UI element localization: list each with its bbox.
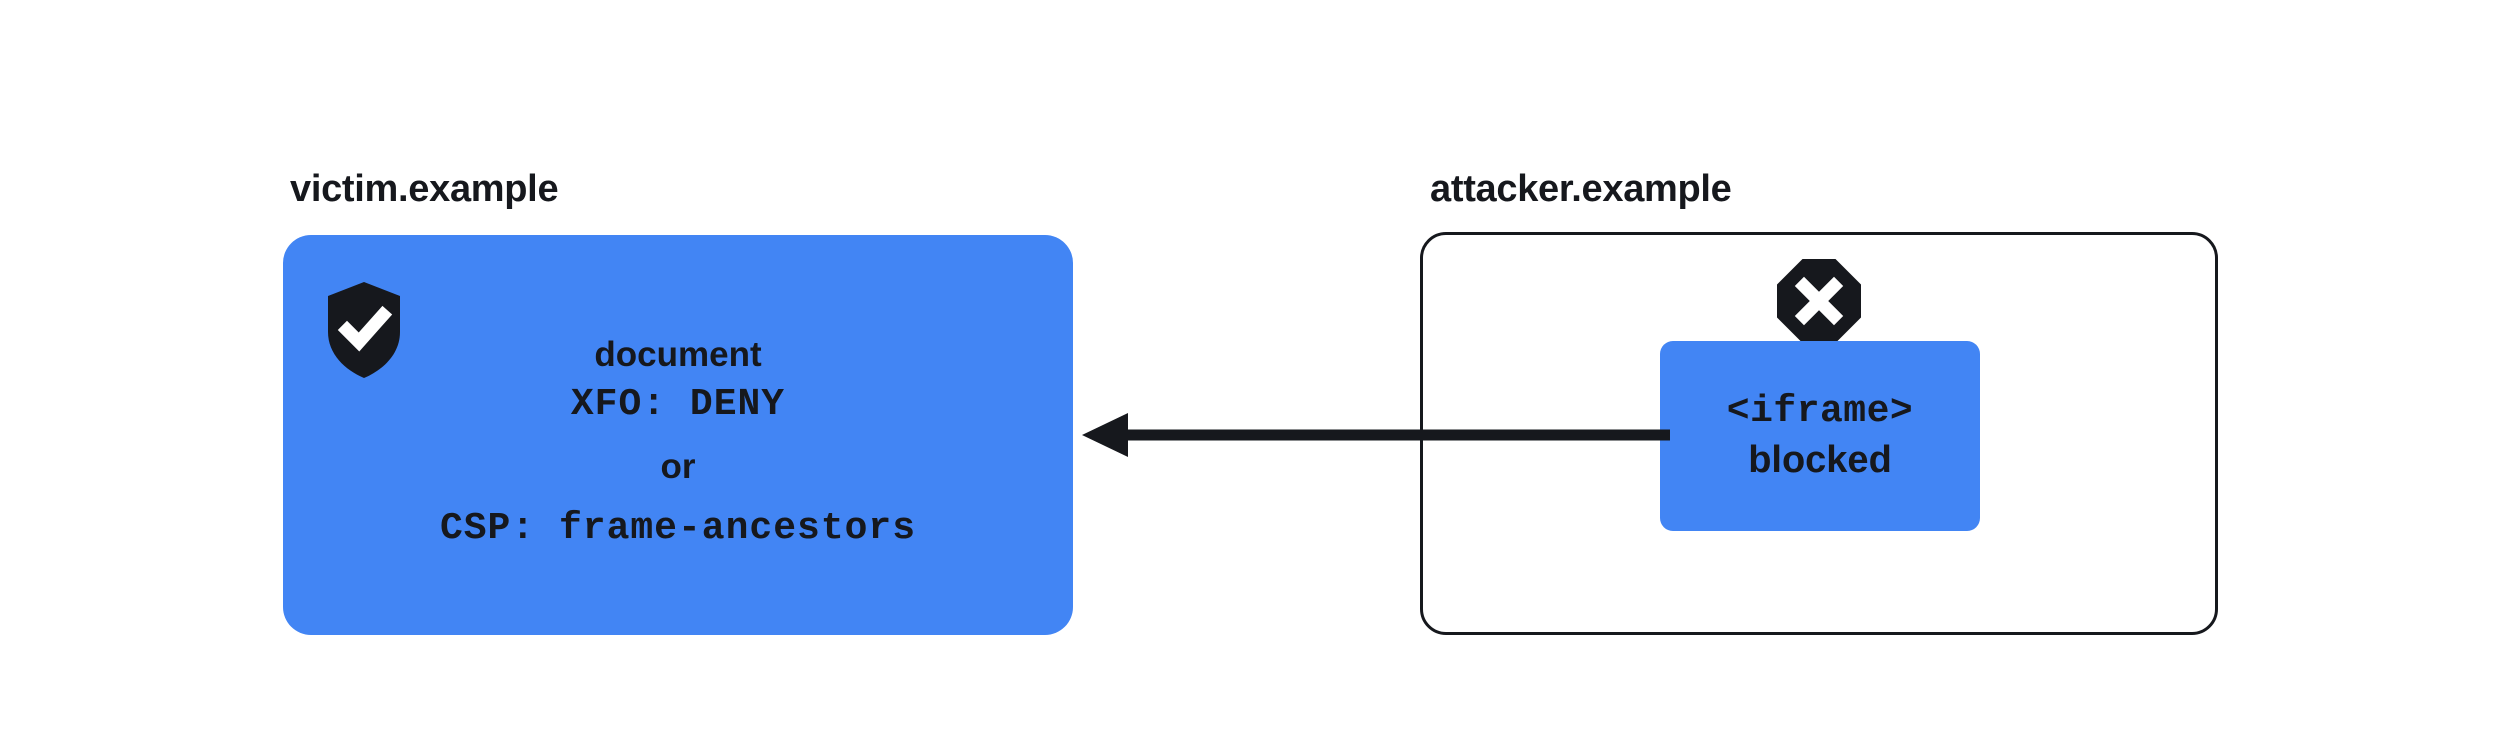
iframe-status-label: blocked bbox=[1748, 439, 1892, 481]
attacker-iframe-box: <iframe> blocked bbox=[1660, 341, 1980, 531]
blocked-framing-arrow bbox=[1070, 405, 1670, 467]
victim-line-or: or bbox=[660, 447, 696, 486]
victim-line-document: document bbox=[594, 335, 762, 374]
victim-domain-label: victim.example bbox=[290, 168, 559, 210]
victim-line-xfo: XFO: DENY bbox=[570, 383, 786, 426]
stop-octagon-x-icon bbox=[1775, 257, 1863, 345]
attacker-domain-label: attacker.example bbox=[1430, 168, 1732, 210]
victim-document-panel: document XFO: DENY or CSP: frame-ancesto… bbox=[283, 235, 1073, 635]
iframe-tag-label: <iframe> bbox=[1726, 390, 1914, 433]
victim-line-csp: CSP: frame-ancestors bbox=[439, 507, 917, 550]
victim-policy-text: document XFO: DENY or CSP: frame-ancesto… bbox=[283, 235, 1073, 635]
shield-check-icon bbox=[325, 280, 403, 380]
